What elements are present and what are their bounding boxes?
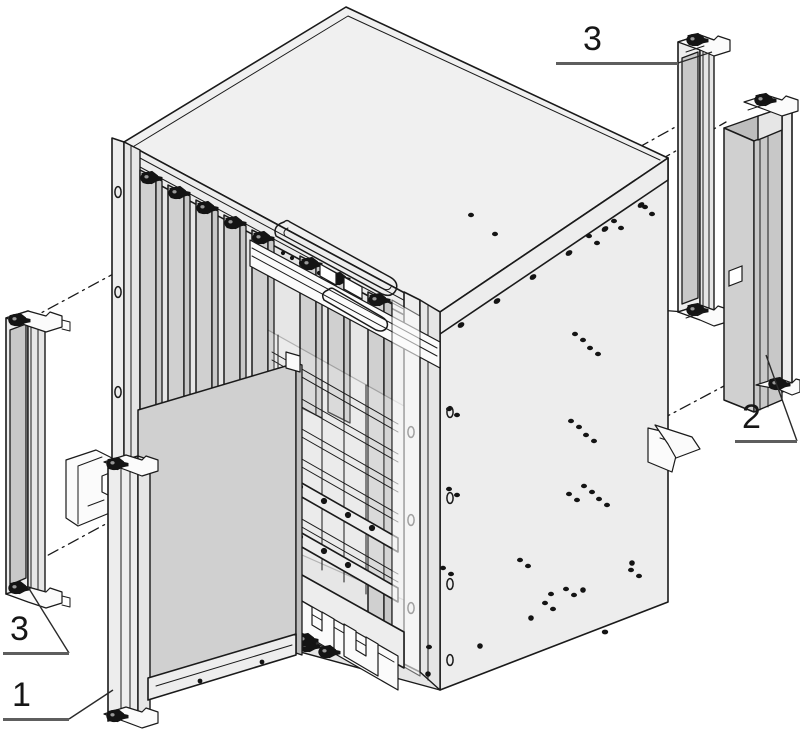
lower-left-mounting-bracket [65,449,113,527]
upper-side-trim-strip [677,32,731,327]
lower-edge-rivets [425,560,635,677]
plug-in-module [103,351,303,729]
left-side-trim-strip [5,310,71,609]
right-side-cover-panel [723,92,800,413]
side-panel-hole-pattern [426,202,655,650]
